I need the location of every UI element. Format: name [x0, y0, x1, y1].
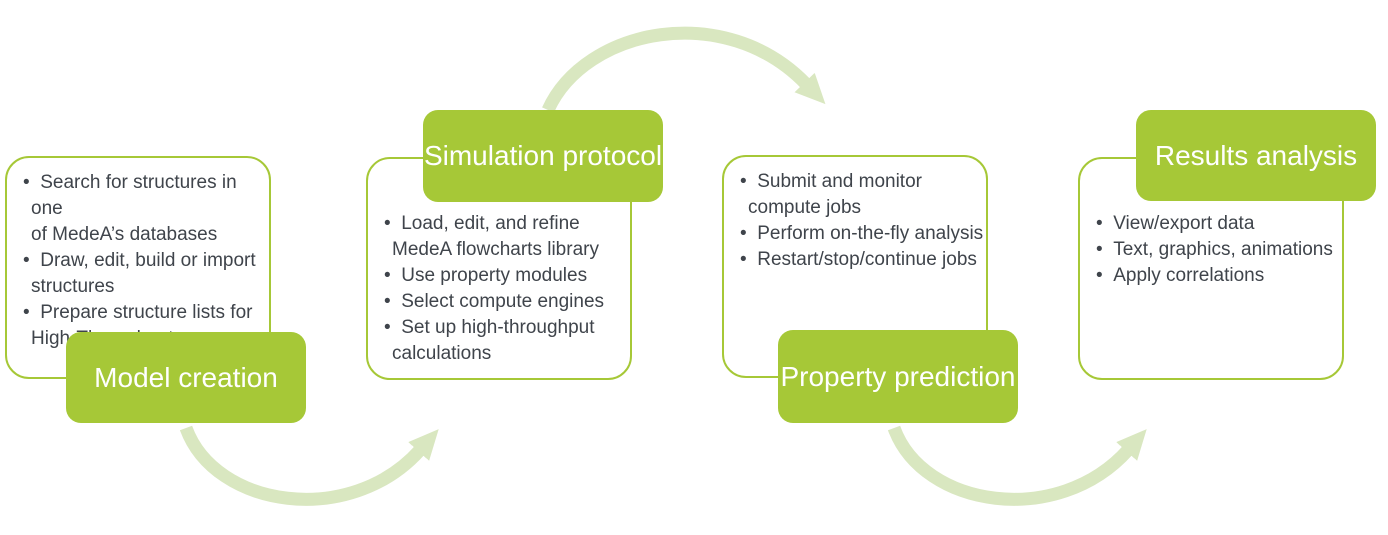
bullet-item: Submit and monitor compute jobs — [740, 169, 984, 221]
property-prediction-label: Property prediction — [778, 330, 1018, 423]
bullet-item: Load, edit, and refine MedeA flowcharts … — [384, 211, 628, 263]
bullet-item: Text, graphics, animations — [1096, 237, 1340, 263]
results-analysis-label: Results analysis — [1136, 110, 1376, 201]
model-creation-bullet-list: Search for structures in one of MedeA’s … — [7, 158, 269, 352]
bullet-item: Draw, edit, build or import structures — [23, 248, 267, 300]
simulation-protocol-bullet-list: Load, edit, and refine MedeA flowcharts … — [368, 159, 630, 367]
results-analysis-bullet-list: View/export data Text, graphics, animati… — [1080, 159, 1342, 289]
arrow-simulation-to-property-icon — [542, 26, 826, 113]
arrow-property-to-results-icon — [887, 425, 1147, 506]
bullet-item: Restart/stop/continue jobs — [740, 247, 984, 273]
model-creation-label: Model creation — [66, 332, 306, 423]
arrow-model-to-simulation-icon — [179, 425, 439, 506]
bullet-item: View/export data — [1096, 211, 1340, 237]
simulation-protocol-label: Simulation protocol — [423, 110, 663, 202]
property-prediction-bullet-list: Submit and monitor compute jobs Perform … — [724, 157, 986, 273]
bullet-item: Use property modules — [384, 263, 628, 289]
simulation-protocol-box: Load, edit, and refine MedeA flowcharts … — [366, 157, 632, 380]
bullet-item: Select compute engines — [384, 289, 628, 315]
bullet-item: Search for structures in one of MedeA’s … — [23, 170, 267, 248]
bullet-item: Apply correlations — [1096, 263, 1340, 289]
bullet-item: Perform on-the-fly analysis — [740, 221, 984, 247]
bullet-item: Set up high-throughput calculations — [384, 315, 628, 367]
